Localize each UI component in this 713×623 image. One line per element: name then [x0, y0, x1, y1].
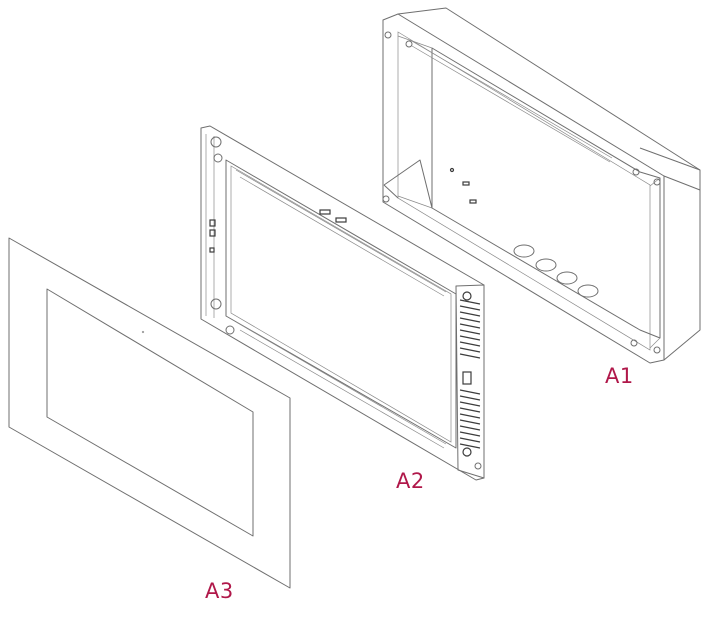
part-label-a2: A2 — [396, 469, 425, 493]
mounting-frame-icon — [200, 125, 485, 481]
part-label-a1: A1 — [605, 364, 634, 388]
part-label-a3: A3 — [205, 579, 234, 603]
back-box-icon — [382, 7, 701, 364]
front-panel-icon — [8, 237, 291, 589]
